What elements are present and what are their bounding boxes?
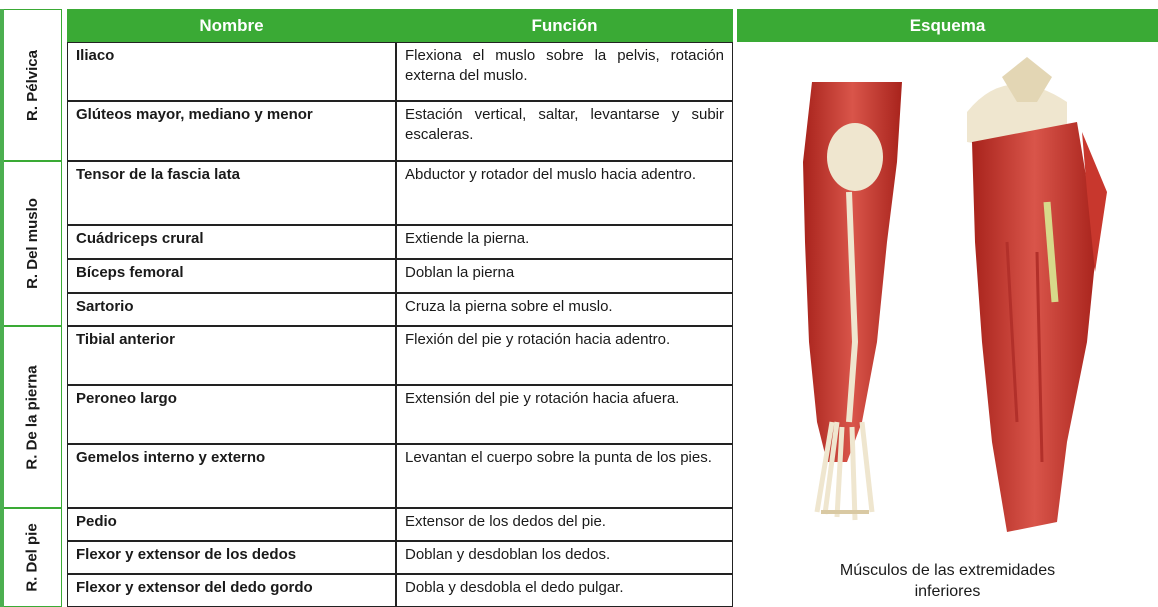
table-row-function: Flexiona el muslo sobre la pelvis, rotac… (396, 42, 733, 101)
region-pie: R. Del pie (4, 508, 62, 607)
region-pelvica: R. Pélvica (4, 9, 62, 161)
front-leg-figure (803, 82, 902, 521)
table-row-function: Cruza la pierna sobre el muslo. (396, 293, 733, 326)
table-row-name: Flexor y extensor de los dedos (67, 541, 396, 574)
region-label: R. Del pie (24, 523, 42, 592)
caption-line-1: Músculos de las extremidades (839, 562, 1056, 579)
table-row-name: Glúteos mayor, mediano y menor (67, 101, 396, 161)
table-row-name: Iliaco (67, 42, 396, 101)
caption-line-2: inferiores (914, 583, 981, 600)
table-row-name: Cuádriceps crural (67, 225, 396, 259)
header-nombre: Nombre (67, 9, 396, 42)
table-row-name: Pedio (67, 508, 396, 541)
table-row-function: Extensión del pie y rotación hacia afuer… (396, 385, 733, 444)
table-row-function: Abductor y rotador del muslo hacia adent… (396, 161, 733, 225)
back-leg-figure (967, 57, 1107, 532)
table-row-name: Flexor y extensor del dedo gordo (67, 574, 396, 607)
schema-caption: Músculos de las extremidades inferiores (737, 560, 1158, 602)
region-pierna: R. De la pierna (4, 326, 62, 508)
region-muslo: R. Del muslo (4, 161, 62, 326)
table-row-function: Dobla y desdobla el dedo pulgar. (396, 574, 733, 607)
table-row-name: Tibial anterior (67, 326, 396, 385)
region-label: R. Pélvica (24, 49, 42, 121)
leg-muscles-illustration (803, 57, 1107, 532)
header-esquema: Esquema (737, 9, 1158, 42)
table-row-name: Sartorio (67, 293, 396, 326)
table-row-function: Estación vertical, saltar, levantarse y … (396, 101, 733, 161)
table-row-function: Doblan la pierna (396, 259, 733, 293)
table-row-name: Tensor de la fascia lata (67, 161, 396, 225)
table-row-name: Bíceps femoral (67, 259, 396, 293)
table-row-name: Gemelos interno y externo (67, 444, 396, 508)
table-row-function: Doblan y desdoblan los dedos. (396, 541, 733, 574)
left-accent-bar (0, 9, 4, 607)
region-label: R. Del muslo (24, 198, 42, 289)
schema-panel: Músculos de las extremidades inferiores (737, 42, 1158, 607)
header-funcion: Función (396, 9, 733, 42)
table-row-function: Extiende la pierna. (396, 225, 733, 259)
region-label: R. De la pierna (24, 364, 42, 470)
table-row-function: Flexión del pie y rotación hacia adentro… (396, 326, 733, 385)
table-row-function: Extensor de los dedos del pie. (396, 508, 733, 541)
table-row-function: Levantan el cuerpo sobre la punta de los… (396, 444, 733, 508)
table-row-name: Peroneo largo (67, 385, 396, 444)
